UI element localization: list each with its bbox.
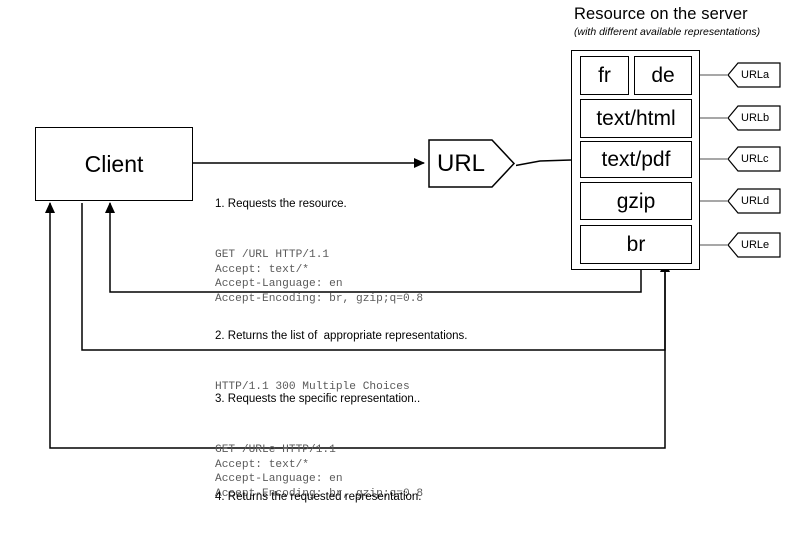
url-tag-urlb[interactable]: URLb: [727, 105, 781, 131]
step-2-block: 2. Returns the list of appropriate repre…: [215, 294, 468, 431]
step-1-block: 1. Requests the resource. GET /URL HTTP/…: [215, 162, 423, 342]
url-tag-urlb-label: URLb: [741, 112, 770, 124]
client-node[interactable]: Client: [35, 127, 193, 201]
representation-br[interactable]: br: [580, 225, 692, 264]
urla-pentagon-shape: [727, 62, 781, 88]
url-tag-urlc[interactable]: URLc: [727, 146, 781, 172]
step-3-title: 3. Requests the specific representation.…: [215, 393, 421, 405]
representation-gzip-label: gzip: [616, 189, 656, 213]
url-tag-urlc-label: URLc: [741, 153, 769, 165]
url-tag-urld-label: URLd: [741, 195, 770, 207]
step-2-body: HTTP/1.1 300 Multiple Choices: [215, 381, 410, 393]
server-heading: Resource on the server: [574, 5, 748, 23]
urle-pentagon-shape: [727, 232, 781, 258]
urlb-pentagon-shape: [727, 105, 781, 131]
step-3-block: 3. Requests the specific representation.…: [215, 357, 423, 537]
url-node-label: URL: [437, 149, 486, 177]
representation-de-label: de: [651, 64, 675, 87]
step-4-title: 4. Returns the requested representation.: [215, 491, 422, 503]
representation-text-html[interactable]: text/html: [580, 99, 692, 138]
url-tag-urle[interactable]: URLe: [727, 232, 781, 258]
step-1-title: 1. Requests the resource.: [215, 198, 347, 210]
urld-pentagon-shape: [727, 188, 781, 214]
url-node[interactable]: URL: [428, 139, 516, 188]
representation-text-pdf-label: text/pdf: [601, 148, 671, 171]
representation-text-html-label: text/html: [596, 107, 676, 130]
step-1-body: GET /URL HTTP/1.1 Accept: text/* Accept-…: [215, 249, 424, 305]
step-3-body: GET /URLe HTTP/1.1 Accept: text/* Accept…: [215, 444, 424, 500]
client-node-label: Client: [84, 150, 144, 177]
url-tag-urld[interactable]: URLd: [727, 188, 781, 214]
url-tag-urla[interactable]: URLa: [727, 62, 781, 88]
url-tag-urle-label: URLe: [741, 239, 770, 251]
representation-text-pdf[interactable]: text/pdf: [580, 141, 692, 178]
url-tag-urla-label: URLa: [741, 69, 770, 81]
representation-fr-label: fr: [598, 64, 611, 87]
step-2-title: 2. Returns the list of appropriate repre…: [215, 330, 468, 342]
representation-gzip[interactable]: gzip: [580, 182, 692, 220]
urlc-pentagon-shape: [727, 146, 781, 172]
representation-br-label: br: [626, 233, 646, 256]
representation-fr[interactable]: fr: [580, 56, 629, 95]
url-node-pentagon-shape: [428, 139, 516, 188]
step-4-block: 4. Returns the requested representation.…: [215, 455, 422, 542]
server-subheading: (with different available representation…: [574, 26, 761, 38]
representation-de[interactable]: de: [634, 56, 692, 95]
